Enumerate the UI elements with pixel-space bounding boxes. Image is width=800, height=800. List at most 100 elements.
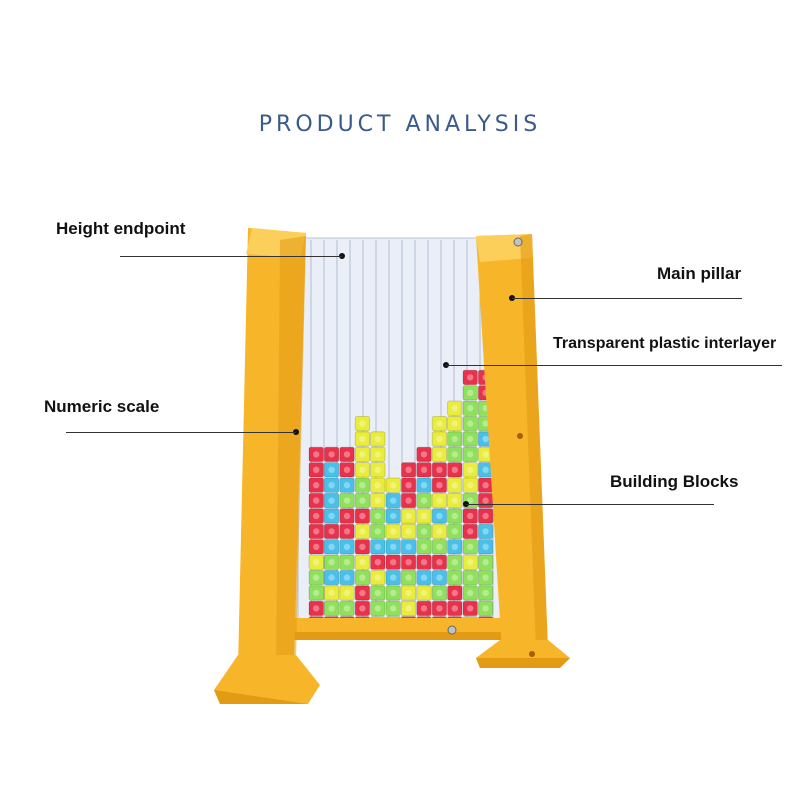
building-block [370,554,386,570]
block-stud [436,543,443,550]
building-block [431,585,448,601]
building-block [416,570,432,586]
building-block [308,492,324,509]
leader-line-main-pillar [512,298,742,299]
building-block [339,477,355,493]
block-stud [420,497,428,504]
screw-icon [513,237,523,247]
building-block [339,539,355,555]
block-stud [328,528,335,535]
block-stud [467,574,474,581]
building-block [354,415,371,432]
building-block [339,523,355,540]
building-block [385,554,401,570]
block-stud [467,589,474,597]
building-block [339,508,355,524]
block-stud [482,574,489,581]
block-stud [420,451,428,458]
block-stud [467,605,474,612]
block-stud [405,482,412,489]
block-stud [482,605,489,612]
block-stud [467,543,474,550]
building-block [354,523,371,540]
building-block [339,570,355,586]
building-block [462,585,478,601]
block-stud [328,512,335,520]
block-stud [405,574,412,581]
building-block [431,523,448,540]
building-block [447,462,463,478]
block-stud [405,559,412,566]
block-stud [328,589,335,597]
block-stud [359,497,366,504]
building-block [370,570,386,586]
building-block [354,539,371,555]
block-stud [390,605,397,612]
building-block [416,523,432,540]
block-stud [343,589,351,597]
block-stud [436,482,443,489]
block-stud [420,512,428,520]
building-block [416,539,432,555]
building-block [447,600,463,617]
block-stud [467,497,474,504]
building-block [339,492,355,509]
block-stud [343,497,351,504]
block-stud [405,528,412,535]
building-block [339,554,355,570]
block-stud [482,451,489,458]
block-stud [390,559,397,566]
building-block [385,600,401,617]
block-stud [451,420,458,427]
block-stud [451,528,458,535]
block-stud [467,389,474,396]
block-stud [374,451,381,458]
building-block [416,554,432,570]
building-block [308,585,324,601]
building-block [323,462,340,478]
building-block [354,585,371,601]
block-stud [405,466,412,473]
building-block [385,477,401,493]
block-stud [328,559,335,566]
block-stud [374,589,381,597]
building-block [431,600,448,617]
building-block [323,446,340,463]
block-stud [328,451,335,458]
block-stud [313,574,320,581]
block-stud [359,451,366,458]
building-blocks-stack [308,354,509,632]
building-block [462,570,478,586]
building-block [447,415,463,432]
block-stud [313,528,320,535]
building-block [385,585,401,601]
building-block [447,492,463,509]
building-block [416,477,432,493]
block-stud [374,482,381,489]
block-stud [390,528,397,535]
building-block [462,600,478,617]
block-stud [359,466,366,473]
building-block [323,523,340,540]
building-block [431,431,448,447]
building-block [308,462,324,478]
block-stud [436,435,443,443]
building-block [354,462,371,478]
building-block [447,585,463,601]
building-block [400,492,417,509]
building-block [308,554,324,570]
building-block [323,477,340,493]
leader-line-height-endpoint [120,256,342,257]
block-stud [390,497,397,504]
building-block [416,446,432,463]
building-block [462,539,478,555]
block-stud [313,589,320,597]
building-block [385,492,401,509]
block-stud [467,420,474,427]
building-block [447,400,463,416]
building-block [385,570,401,586]
building-block [339,446,355,463]
label-height-endpoint: Height endpoint [56,219,186,238]
building-block [400,585,417,601]
block-stud [328,543,335,550]
